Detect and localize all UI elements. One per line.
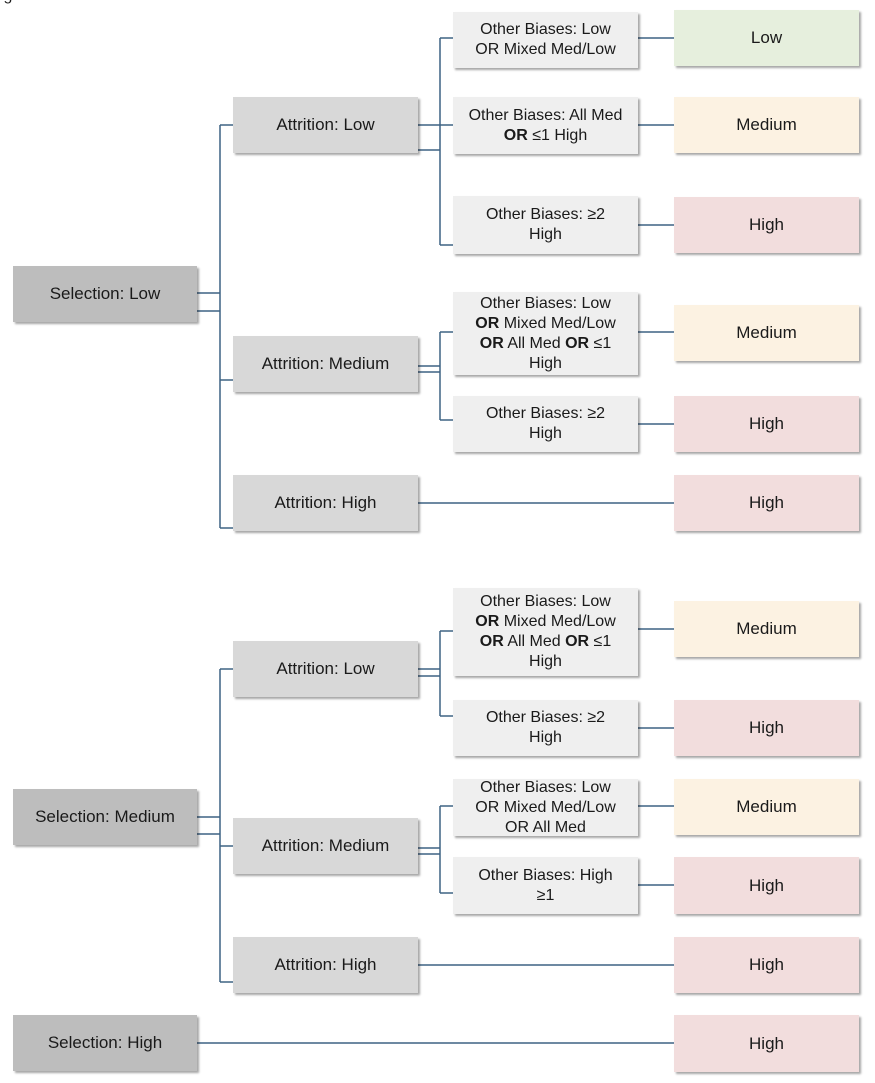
result-high-box: High — [674, 1015, 859, 1072]
attrition-low-box: Attrition: Low — [233, 641, 418, 697]
attrition-high-box: Attrition: High — [233, 937, 418, 993]
attrition-low-box: Attrition: Low — [233, 97, 418, 153]
selection-medium-box: Selection: Medium — [13, 789, 197, 845]
result-medium-box: Medium — [674, 601, 859, 657]
result-high-box: High — [674, 937, 859, 993]
result-high-box: High — [674, 857, 859, 914]
result-medium-box: Medium — [674, 305, 859, 361]
result-low-box: Low — [674, 10, 859, 66]
result-medium-box: Medium — [674, 97, 859, 153]
figure-label: igure — [0, 0, 36, 5]
selection-low-box: Selection: Low — [13, 266, 197, 322]
result-high-box: High — [674, 396, 859, 452]
result-high-box: High — [674, 197, 859, 253]
result-medium-box: Medium — [674, 779, 859, 835]
result-high-box: High — [674, 475, 859, 531]
other-biases-box: Other Biases: High≥1 — [453, 857, 638, 914]
attrition-high-box: Attrition: High — [233, 475, 418, 531]
selection-high-box: Selection: High — [13, 1015, 197, 1071]
attrition-medium-box: Attrition: Medium — [233, 818, 418, 874]
attrition-medium-box: Attrition: Medium — [233, 336, 418, 392]
result-high-box: High — [674, 700, 859, 756]
